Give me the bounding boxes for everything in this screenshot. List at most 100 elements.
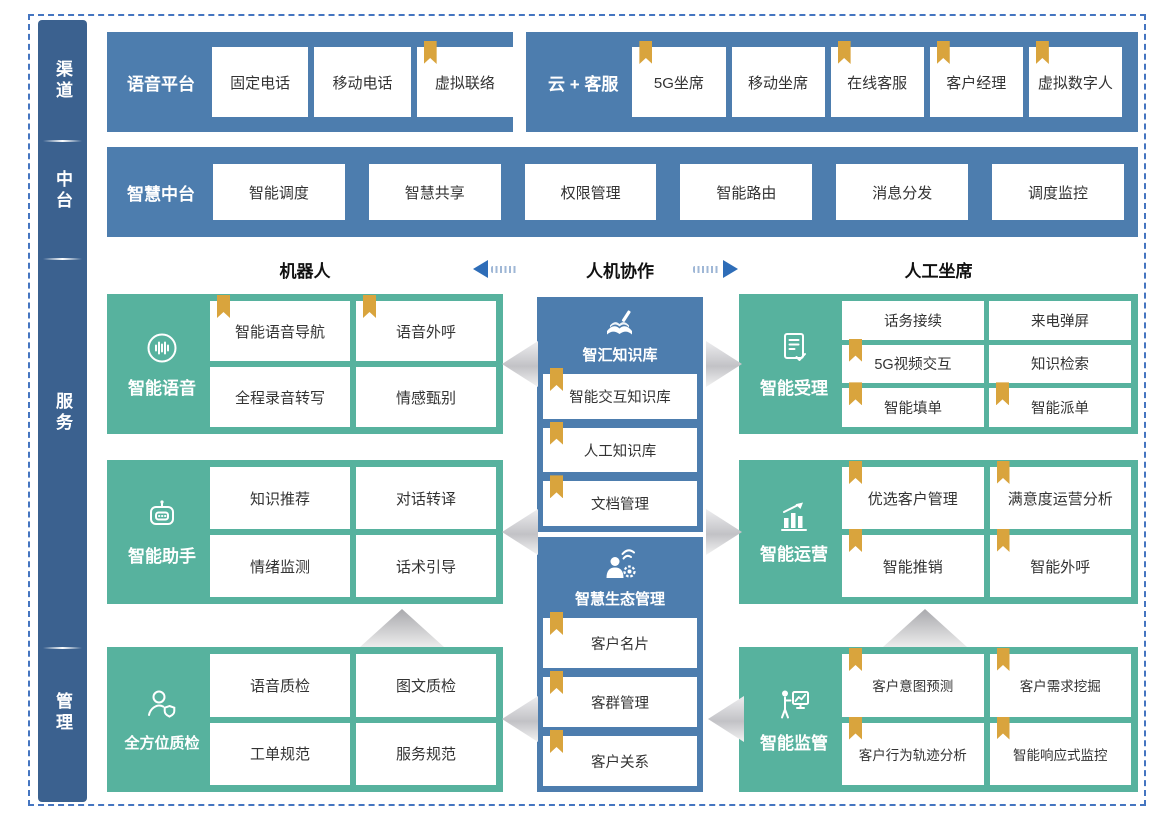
chip-label: 智能路由 [716,184,777,202]
bookmark-icon [550,421,563,445]
chip-label: 情绪监测 [249,558,310,576]
chip-label: 5G视频交互 [874,357,952,374]
chip-ticket-standard: 工单规范 [210,722,350,785]
chip-5g-seat: 5G坐席 [632,41,726,117]
chip-label: 客户名片 [591,636,649,653]
chip-dialog-translation: 对话转译 [356,467,496,529]
voice-platform-panel: 语音平台 固定电话 移动电话 虚拟联络 [107,32,513,132]
bookmark-icon [996,716,1010,740]
chip-demand-mining: 客户需求挖掘 [989,648,1131,717]
chip-label: 消息分发 [872,184,933,202]
chip-call-connection: 话务接续 [842,301,984,340]
chip-label: 在线客服 [847,74,908,92]
chip-label: 客群管理 [591,695,649,712]
chip-label: 话术引导 [395,558,456,576]
robot-icon [143,497,181,535]
document-check-icon [776,329,812,367]
chip-label: 语音外呼 [395,323,456,341]
chip-message-distribution: 消息分发 [836,164,969,220]
chip-label: 客户意图预测 [872,679,954,695]
dashed-line [491,265,518,273]
bookmark-icon [423,41,437,64]
chip-label: 智能交互知识库 [569,389,671,406]
block-smart-assistant: 智能助手 知识推荐 对话转译 情绪监测 话术引导 [107,460,503,604]
bookmark-icon [849,461,862,484]
service-area: 智能语音 智能语音导航 语音外呼 全程录音转写 情感甄别 [107,294,1138,792]
chip-label: 知识检索 [1031,357,1089,374]
chip-label: 话务接续 [884,313,942,330]
heading-robot: 机器人 [279,261,331,281]
layer-divider [43,258,82,260]
chip-label: 调度监控 [1028,184,1089,202]
chip-mobile-seat: 移动坐席 [731,47,825,117]
chip-label: 情感甄别 [395,389,456,407]
chip-document-mgmt: 文档管理 [543,475,697,527]
chip-label: 来电弹屏 [1031,313,1089,330]
block-label: 全方位质检 [124,734,200,752]
chip-label: 知识推荐 [249,490,310,508]
channel-row: 语音平台 固定电话 移动电话 虚拟联络 云 + 客服 5G坐席 移动坐席 在线客… [107,32,1138,132]
block-smart-supervision: 智能监管 客户意图预测 客户需求挖掘 客户行为轨迹分析 智能响应式监控 [739,647,1138,792]
block-ecosystem-mgmt: 智慧生态管理 客户名片 客群管理 客户关系 [537,537,703,792]
chip-knowledge-search: 知识检索 [989,344,1131,384]
chip-virtual-contact: 虚拟联络 [416,41,513,117]
chip-image-text-qc: 图文质检 [356,654,496,717]
bookmark-icon [936,41,950,64]
layer-band: 渠道 中台 服务 管理 [38,20,87,802]
block-label: 智能受理 [760,379,828,398]
chip-label: 移动电话 [332,74,393,92]
bookmark-icon [849,648,862,671]
chip-label: 客户行为轨迹分析 [858,747,967,763]
chip-label: 语音质检 [249,677,310,695]
chip-label: 智慧共享 [404,184,465,202]
flow-arrow-left-icon [502,509,538,555]
heading-human-machine: 人机协作 [586,261,654,281]
chip-incoming-popup: 来电弹屏 [989,301,1131,340]
bookmark-icon [550,671,563,694]
layer-label-management: 管理 [53,692,72,734]
bookmark-icon [550,612,563,635]
block-quality-inspection: 全方位质检 语音质检 图文质检 工单规范 服务规范 [107,647,503,792]
chip-label: 服务规范 [395,746,456,764]
chip-label: 对话转译 [395,490,456,508]
flow-arrow-right-icon [706,509,742,555]
bookmark-icon [996,648,1010,671]
chip-label: 智能响应式监控 [1013,747,1108,763]
block-label: 智慧生态管理 [574,591,665,608]
flow-arrow-up-icon [360,609,444,647]
bookmark-icon [849,529,862,552]
chip-interactive-kb: 智能交互知识库 [543,368,697,419]
chip-smart-dispatch: 智能调度 [213,164,345,220]
block-label: 智汇知识库 [582,347,658,364]
chip-label: 满意度运营分析 [1007,490,1113,508]
chip-label: 客户关系 [591,754,649,771]
chip-label: 固定电话 [230,74,291,92]
chip-label: 图文质检 [395,677,456,695]
chip-smart-promotion: 智能推销 [842,529,984,597]
bookmark-icon [1035,41,1049,64]
chip-label: 智能语音导航 [234,323,325,341]
bookmark-icon [837,41,851,64]
arrow-right-icon [723,260,738,278]
bookmark-icon [550,475,563,499]
layer-divider [43,647,82,649]
chip-customer-card: 客户名片 [543,612,697,668]
bookmark-icon [639,41,653,64]
chip-smart-form-fill: 智能填单 [842,382,984,427]
arrow-left-icon [473,260,488,278]
block-smart-acceptance: 智能受理 话务接续 来电弹屏 5G视频交互 知识检索 智能填单 智能派单 [739,294,1138,434]
block-knowledge-base: 智汇知识库 智能交互知识库 人工知识库 文档管理 [537,297,703,532]
chip-label: 文档管理 [591,497,649,514]
chip-label: 智能调度 [248,184,309,202]
chip-label: 智能派单 [1031,401,1089,418]
chip-mobile-phone: 移动电话 [314,47,411,117]
middle-platform-panel: 智慧中台 智能调度 智慧共享 权限管理 智能路由 消息分发 调度监控 [107,147,1138,237]
chip-label: 工单规范 [249,746,310,764]
chip-emotion-monitoring: 情绪监测 [210,535,350,597]
chip-account-manager: 客户经理 [929,41,1023,117]
chip-voice-qc: 语音质检 [210,654,350,717]
chip-label: 虚拟联络 [434,74,495,92]
chip-label: 虚拟数字人 [1037,74,1113,92]
bookmark-icon [550,730,563,753]
chip-service-standard: 服务规范 [356,722,496,785]
